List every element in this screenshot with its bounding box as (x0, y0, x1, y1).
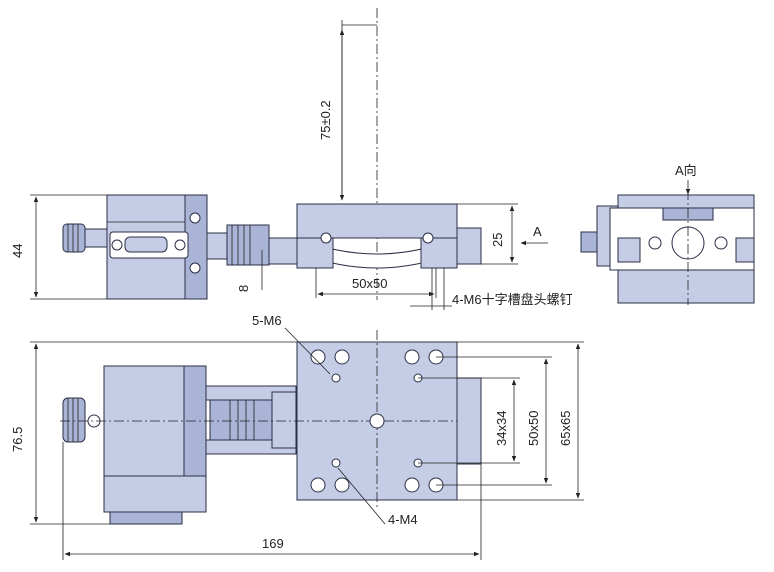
shaft-coupler (206, 232, 228, 260)
view-a-arrow-label: A (533, 224, 542, 239)
mount-holes-label: 5-M6 (252, 313, 282, 328)
mount-holes-leader (284, 327, 331, 375)
center-hole (369, 413, 385, 429)
side-hole-left (648, 236, 662, 250)
travel-label: 75±0.2 (318, 100, 333, 140)
db9-pins (124, 236, 168, 253)
stage-endplate (456, 227, 482, 265)
length-label: 169 (262, 536, 284, 551)
connector-screw-right (174, 239, 186, 251)
screw-note: 4-M6十字槽盘头螺钉 (452, 292, 573, 307)
pitch-1-label: 34x34 (494, 411, 509, 446)
tapped-holes-leader (337, 467, 386, 525)
top-bearing (271, 391, 297, 449)
side-view-a: A向 (580, 163, 755, 305)
stage-top (296, 203, 458, 239)
side-rail-left (617, 237, 641, 263)
flange-screw-top (189, 212, 201, 224)
front-view: 75±0.2 8 44 (10, 8, 573, 310)
scale-screw-right (422, 232, 434, 244)
width-label: 76.5 (10, 427, 25, 452)
side-knob (580, 231, 598, 253)
m4-holes (331, 373, 423, 468)
knob-neck (84, 228, 108, 248)
top-connector-plug (109, 511, 183, 525)
flange-screw-bottom (189, 262, 201, 274)
top-endplate (456, 377, 482, 465)
bearing-block (268, 237, 298, 265)
motor-knob (62, 223, 86, 253)
clearance-label: 8 (236, 285, 251, 292)
table-size-label: 50x50 (352, 276, 387, 291)
stage-height-label: 25 (490, 233, 505, 247)
scale-screw-left (320, 232, 332, 244)
top-view: 5-M6 4-M4 76.5 169 34x34 50x50 65x65 (10, 313, 584, 560)
top-bellows (209, 399, 273, 441)
height-label: 44 (10, 244, 25, 258)
tapped-holes-label: 4-M4 (388, 512, 418, 527)
pitch-3-label: 65x65 (558, 411, 573, 446)
connector-screw-left (111, 239, 123, 251)
pitch-2-label: 50x50 (526, 411, 541, 446)
side-hole-right (714, 236, 728, 250)
view-label: A向 (675, 163, 697, 178)
bellows-coupling (226, 224, 270, 266)
side-rail-right (735, 237, 755, 263)
top-connector-housing (103, 475, 207, 513)
top-knob (62, 397, 86, 443)
